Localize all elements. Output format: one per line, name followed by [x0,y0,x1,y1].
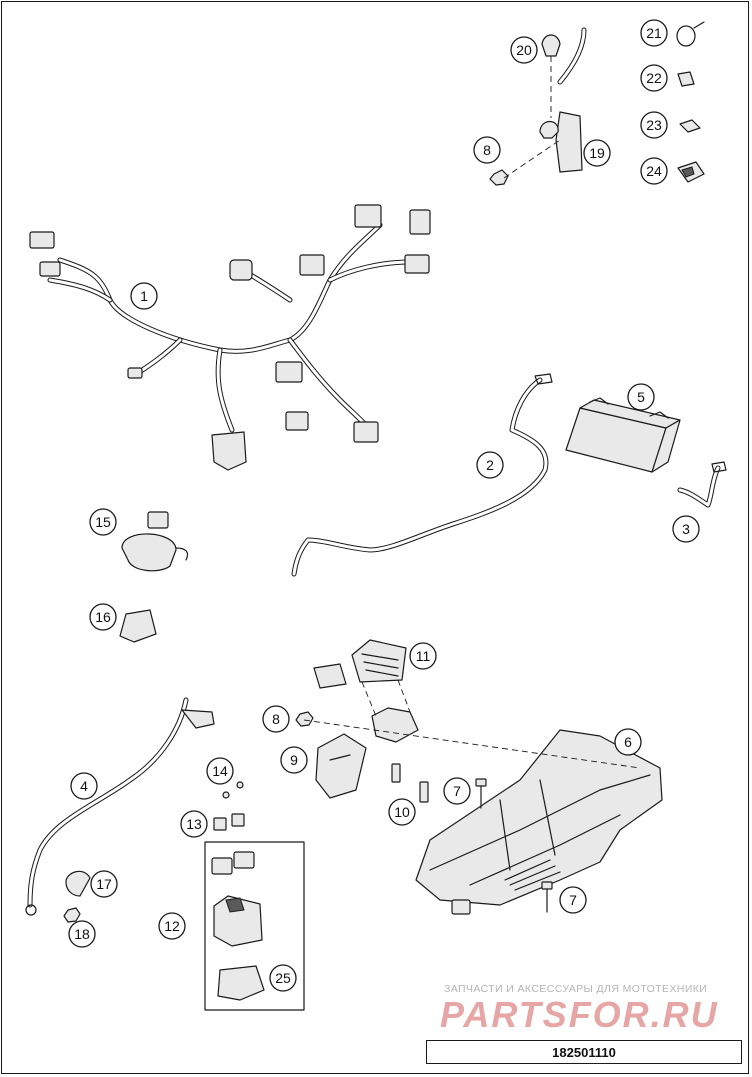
callout-13: 13 [180,810,208,838]
callout-10: 10 [388,798,416,826]
callout-6: 6 [614,728,642,756]
short-cable [677,461,727,508]
switch-bracket [539,111,583,173]
spare-fuses [211,813,255,875]
svg-text:13: 13 [186,816,202,832]
svg-text:2: 2 [486,457,494,473]
cable-holder [677,71,695,87]
svg-text:5: 5 [637,389,645,405]
callout-7a: 7 [443,777,471,805]
screws [475,778,553,913]
capacitor [121,511,189,572]
svg-text:22: 22 [646,70,662,86]
battery-box [415,729,663,915]
nut-leader [503,139,561,179]
svg-text:7: 7 [453,783,461,799]
ground-cable [25,697,215,916]
callout-9: 9 [280,746,308,774]
callout-3: 3 [672,515,700,543]
connector [677,161,705,183]
callout-18: 18 [68,920,96,948]
svg-text:9: 9 [290,752,298,768]
starter-relay [213,895,263,947]
callout-14: 14 [206,757,234,785]
svg-text:15: 15 [95,514,111,530]
callout-15: 15 [89,508,117,536]
callout-8a: 8 [473,136,501,164]
cable-clip [679,119,701,133]
relay-group-frame [204,841,305,1011]
callout-23: 23 [640,111,668,139]
main-wiring-harness [29,204,431,471]
callout-1: 1 [130,282,158,310]
starter-cable [291,373,553,577]
callout-16: 16 [89,603,117,631]
callout-21: 21 [640,19,668,47]
battery [565,397,681,473]
svg-text:3: 3 [682,521,690,537]
svg-text:16: 16 [95,609,111,625]
svg-text:12: 12 [164,918,180,934]
relay [119,609,157,643]
callout-5: 5 [627,383,655,411]
svg-text:1: 1 [140,288,148,304]
drawing-number: 182501110 [426,1040,742,1064]
svg-text:24: 24 [646,163,662,179]
nut-to-box-leader [303,719,641,769]
callout-19: 19 [583,139,611,167]
callout-25: 25 [269,964,297,992]
regulator-bracket [315,733,367,799]
callout-20: 20 [510,36,538,64]
svg-text:19: 19 [589,145,605,161]
callout-2: 2 [476,451,504,479]
ground-nut [63,907,81,923]
callout-8b: 8 [262,705,290,733]
callout-12: 12 [158,912,186,940]
callout-24: 24 [640,157,668,185]
svg-text:8: 8 [483,142,491,158]
watermark-tagline: ЗАПЧАСТИ И АКСЕССУАРЫ ДЛЯ МОТОТЕХНИКИ [444,983,708,995]
svg-text:18: 18 [74,926,90,942]
ignition-cable [541,27,587,118]
nuts [295,169,509,727]
svg-text:23: 23 [646,117,662,133]
fuse-cover [217,965,265,1001]
svg-text:4: 4 [80,778,88,794]
svg-text:21: 21 [646,25,662,41]
svg-text:8: 8 [272,711,280,727]
callout-7b: 7 [559,886,587,914]
svg-text:14: 14 [212,763,228,779]
callout-4: 4 [70,772,98,800]
svg-text:11: 11 [416,648,431,664]
svg-text:25: 25 [275,970,291,986]
callout-17: 17 [90,870,118,898]
bolts [391,763,429,803]
svg-text:20: 20 [516,42,532,58]
voltage-regulator [313,639,419,743]
svg-text:7: 7 [569,892,577,908]
svg-text:17: 17 [96,876,112,892]
callout-22: 22 [640,64,668,92]
callout-11: 11 [409,642,437,670]
svg-text:6: 6 [624,734,632,750]
watermark-logo: PARTSFOR.RU [440,994,719,1035]
fuse-caps [222,781,244,799]
svg-text:10: 10 [394,804,410,820]
cable-tie [676,21,705,47]
terminal-cap [65,870,91,897]
